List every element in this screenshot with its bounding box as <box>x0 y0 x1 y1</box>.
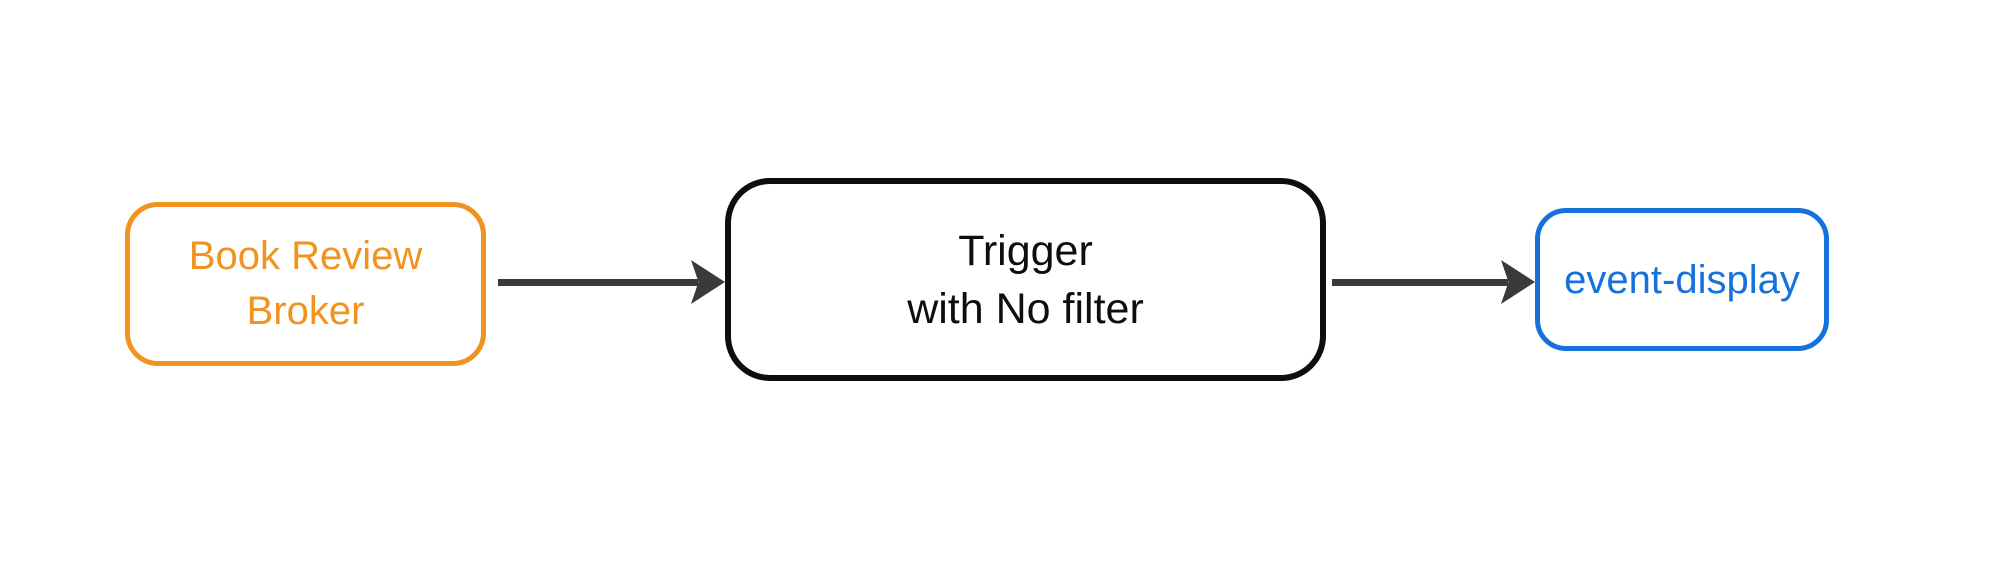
arrow-line <box>498 279 698 286</box>
node-event-display: event-display <box>1535 208 1829 351</box>
arrow-line <box>1332 279 1508 286</box>
node-book-review-broker: Book Review Broker <box>125 202 486 366</box>
node-book-review-broker-label: Book Review Broker <box>188 234 423 333</box>
node-trigger-with-no-filter: Trigger with No filter <box>725 178 1326 381</box>
node-trigger-with-no-filter-label: Trigger with No filter <box>907 226 1144 333</box>
node-event-display-label: event-display <box>1564 257 1800 302</box>
